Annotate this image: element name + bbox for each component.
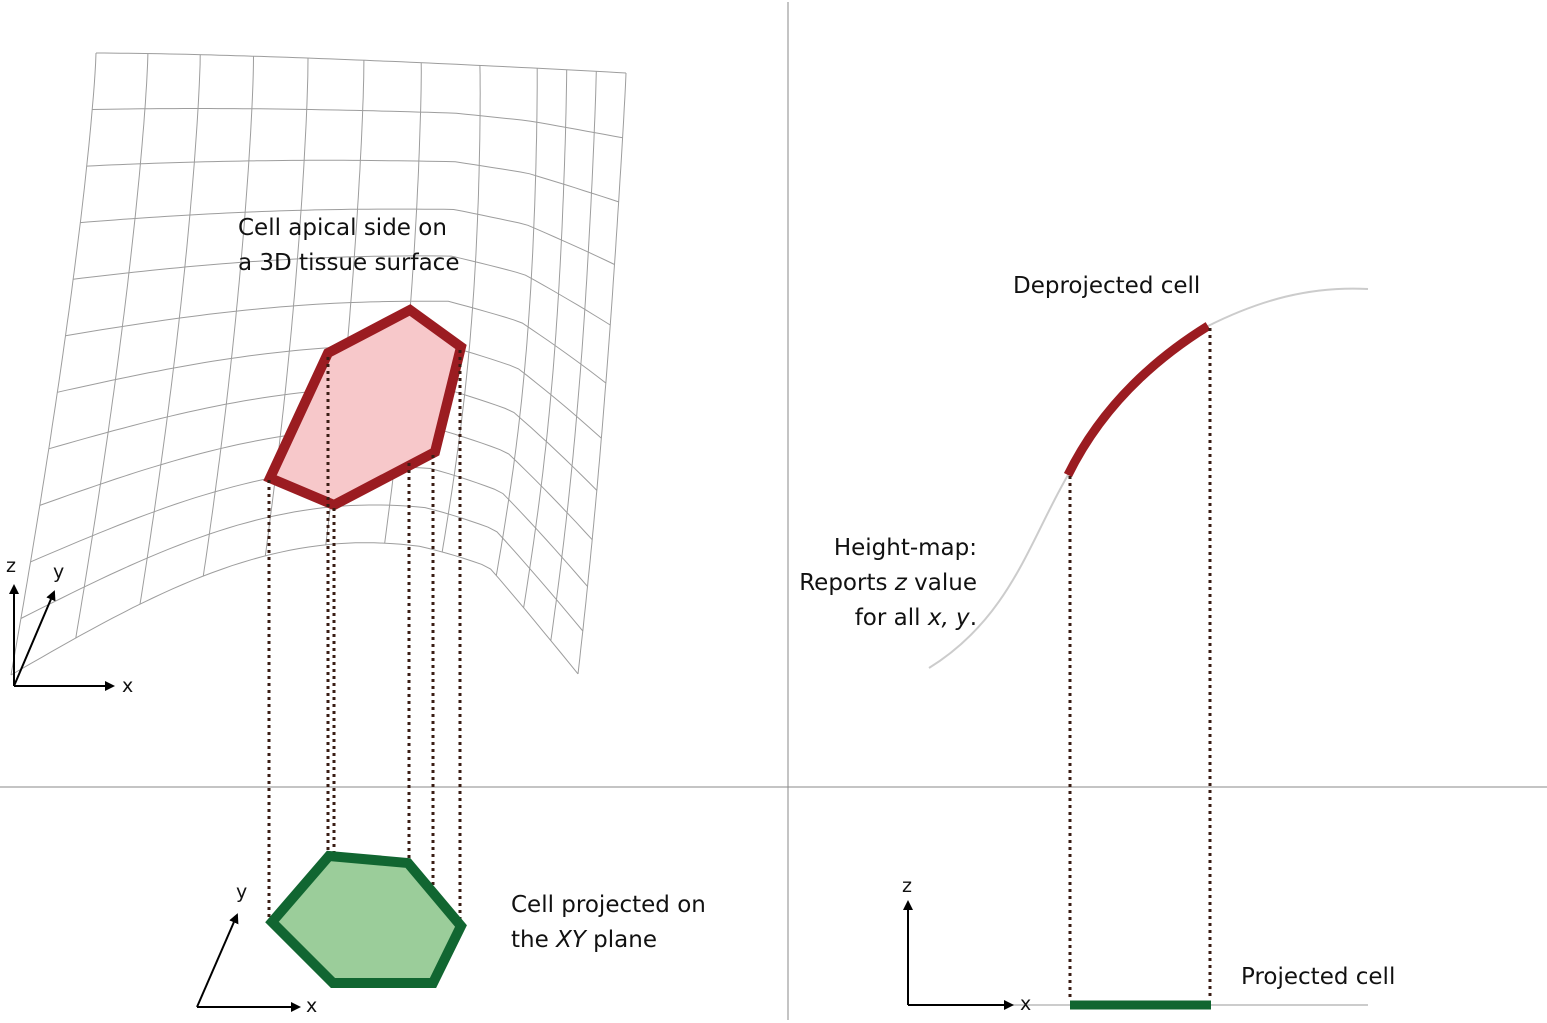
xy-y-axis-arrow (196, 913, 239, 1008)
projected-xy-cell-polygon (265, 850, 467, 988)
projected-xy-label-line-1: Cell projected on (511, 892, 706, 918)
profile-axis-pair (903, 900, 1014, 1010)
heightmap-profile-curve (928, 287, 1369, 669)
surface-axis-triad (9, 584, 115, 691)
mesh-row-line (73, 255, 611, 326)
xy-plane-axis-pair (196, 913, 301, 1012)
apical-label-line-1: Cell apical side on (238, 215, 447, 241)
mesh-column-line (495, 68, 538, 576)
heightmap-label-line-3: for all x, y. (799, 601, 977, 636)
profile-x-axis-label: x (1020, 993, 1032, 1015)
tissue-surface-mesh (10, 52, 627, 676)
projected-cell-label: Projected cell (1241, 964, 1396, 990)
vertex-drop-lines (267, 350, 462, 983)
mesh-row-line (65, 300, 607, 384)
mesh-row-line (86, 159, 619, 203)
apical-cell-label: Cell apical side on a 3D tissue surface (238, 211, 459, 281)
mesh-row-line (10, 542, 579, 676)
mesh-column-line (139, 54, 201, 605)
projected-xy-plane-name: XY (556, 927, 586, 953)
heightmap-line2-var: z (894, 570, 907, 596)
projected-xy-post: plane (585, 927, 657, 953)
mesh-column-line (75, 53, 149, 639)
mesh-row-line (96, 52, 627, 74)
mesh-row-line (92, 108, 623, 139)
surface-y-axis-label: y (53, 561, 65, 583)
mesh-column-line (577, 72, 627, 674)
heightmap-line2-post: value (906, 570, 977, 596)
profile-z-axis-label: z (902, 875, 912, 897)
mesh-column-line (10, 52, 97, 676)
heightmap-line3-vars: x, y (927, 605, 970, 631)
apical-label-line-2: a 3D tissue surface (238, 250, 460, 276)
mesh-row-line (20, 504, 584, 632)
deprojected-cell-label: Deprojected cell (1013, 273, 1201, 299)
projected-xy-label: Cell projected on the XY plane (511, 888, 706, 958)
surface-y-axis-arrow (13, 590, 56, 687)
heightmap-label-line-2: Reports z value (799, 566, 977, 601)
heightmap-line3-pre: for all (854, 605, 928, 631)
mesh-column-line (550, 71, 597, 641)
projected-xy-label-line-2: the XY plane (511, 923, 706, 958)
mesh-row-line (80, 208, 615, 265)
mesh-column-line (202, 56, 254, 577)
xy-y-axis-label: y (236, 881, 248, 903)
projected-xy-pre: the (511, 927, 557, 953)
heightmap-line3-post: . (969, 605, 977, 631)
profile-drop-lines (1068, 328, 1212, 1000)
heightmap-line2-pre: Reports (799, 570, 895, 596)
heightmap-label: Height-map: Reports z value for all x, y… (799, 531, 977, 636)
xy-x-axis-label: x (306, 995, 318, 1017)
surface-z-axis-label: z (6, 555, 16, 577)
apical-cell-polygon (263, 304, 467, 511)
heightmap-label-line-1: Height-map: (833, 535, 977, 561)
mesh-column-line (441, 65, 481, 553)
surface-x-axis-label: x (122, 675, 134, 697)
mesh-column-line (523, 69, 568, 608)
deprojected-cell-segment (1063, 322, 1211, 477)
